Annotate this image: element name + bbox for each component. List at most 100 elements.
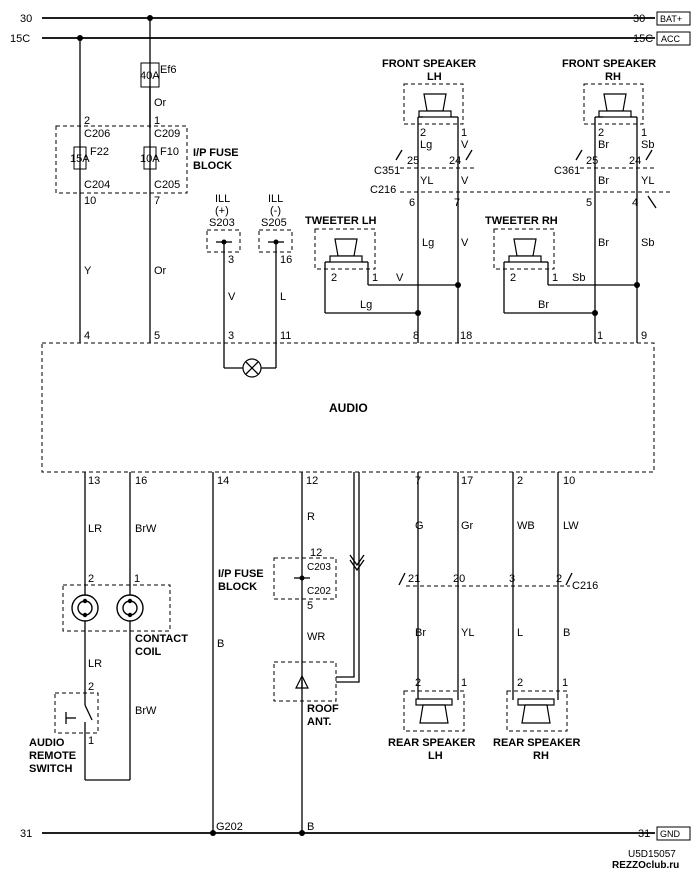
ill-plus-pin: 3 xyxy=(228,254,234,266)
rail-acc-left-label: 15C xyxy=(10,33,30,45)
c216-low-w-yl: YL xyxy=(461,627,474,639)
c216-low-w-l: L xyxy=(517,627,523,639)
rail-acc-tag: ACC xyxy=(661,34,681,44)
front-rh-p4: 4 xyxy=(632,197,638,209)
front-lh-w25: YL xyxy=(420,175,433,187)
rail-gnd-tag: GND xyxy=(660,829,681,839)
rail-bat-left-label: 30 xyxy=(20,13,32,25)
f10-conn-out: C205 xyxy=(154,179,180,191)
c216-low-p21: 21 xyxy=(408,573,420,585)
front-rh-audio-a: 1 xyxy=(597,330,603,342)
wire-lw-label: LW xyxy=(563,520,579,532)
c216-low-w-b: B xyxy=(563,627,570,639)
tweeter-rh-pin2: 2 xyxy=(510,272,516,284)
bottom-pin-17: 17 xyxy=(461,475,473,487)
low-fuse-c203: C203 xyxy=(307,562,331,573)
tweeter-rh-w2: Br xyxy=(538,299,549,311)
speaker-icon xyxy=(517,698,555,724)
f22-conn-out: C204 xyxy=(84,179,110,191)
ill-minus-conn: S205 xyxy=(261,217,287,229)
rail-31-gnd: 31 31 GND xyxy=(20,826,691,841)
front-lh-c216: C216 xyxy=(370,184,396,196)
c216-low-conn: C216 xyxy=(572,580,598,592)
coil-wire-brw: BrW xyxy=(135,705,157,717)
antenna-icon xyxy=(295,674,309,689)
roof-ant-title-1: ROOF xyxy=(307,703,339,715)
front-lh-p7: 7 xyxy=(454,197,460,209)
rail-bat-right-label: 30 xyxy=(633,13,645,25)
ill-minus-l1: ILL xyxy=(268,193,283,205)
audio-pin-5: 5 xyxy=(154,330,160,342)
front-speaker-rh: FRONT SPEAKER RH 2 1 Br Sb C361 25 24 Br… xyxy=(554,58,656,343)
f22-name: F22 xyxy=(90,146,109,158)
diagram-code: U5D15057 xyxy=(628,849,676,860)
front-rh-w4: Sb xyxy=(641,237,654,249)
front-rh-w25: Br xyxy=(598,175,609,187)
f22-pin-in: 2 xyxy=(84,115,90,127)
remote-switch-title-3: SWITCH xyxy=(29,763,72,775)
f10-conn-in: C209 xyxy=(154,128,180,140)
front-lh-title-2: LH xyxy=(427,71,442,83)
rail-30-bat: 30 30 BAT+ xyxy=(20,11,691,26)
site-watermark: REZZOclub.ru xyxy=(612,860,679,871)
front-lh-p6: 6 xyxy=(409,197,415,209)
ill-minus-l2: (-) xyxy=(270,205,281,217)
front-lh-w7: V xyxy=(461,237,469,249)
front-lh-w6: Lg xyxy=(422,237,434,249)
tweeter-lh-pin2: 2 xyxy=(331,272,337,284)
f10-name: F10 xyxy=(160,146,179,158)
contact-coil-pin2: 2 xyxy=(88,573,94,585)
bottom-pin-2: 2 xyxy=(517,475,523,487)
front-rh-title-1: FRONT SPEAKER xyxy=(562,58,656,70)
rear-lh-title-1: REAR SPEAKER xyxy=(388,737,475,749)
low-fuse-title-1: I/P FUSE xyxy=(218,568,264,580)
coil-wire-lr: LR xyxy=(88,658,102,670)
f10-pin-out: 7 xyxy=(154,195,160,207)
front-lh-w2: Lg xyxy=(420,139,432,151)
connector-c216-top xyxy=(395,149,670,209)
c216-low-p3: 3 xyxy=(509,573,515,585)
rear-rh-pin1: 1 xyxy=(562,677,568,689)
connector-c216-low: 21 20 3 2 C216 Br YL L B xyxy=(398,472,598,700)
ill-plus-wire: V xyxy=(228,291,236,303)
low-fuse-pin-5: 5 xyxy=(307,600,313,612)
ill-minus-s205: ILL (-) S205 16 L 11 xyxy=(258,193,293,343)
front-lh-p24: 24 xyxy=(449,155,461,167)
front-rh-title-2: RH xyxy=(605,71,621,83)
wire-g-label: G xyxy=(415,520,424,532)
front-rh-audio-b: 9 xyxy=(641,330,647,342)
tweeter-lh-pin1: 1 xyxy=(372,272,378,284)
coil-ring-icon xyxy=(71,594,99,622)
front-rh-p24: 24 xyxy=(629,155,641,167)
speaker-icon xyxy=(508,238,542,263)
roof-ant-title-2: ANT. xyxy=(307,716,331,728)
fuse-ef6-wire: Or xyxy=(154,97,167,109)
low-fuse-title-2: BLOCK xyxy=(218,581,257,593)
c216-low-p20: 20 xyxy=(453,573,465,585)
low-fuse-pin-12: 12 xyxy=(310,547,322,559)
wire-r-label: R xyxy=(307,511,315,523)
bottom-pin-14: 14 xyxy=(217,475,229,487)
f22-rating: 15A xyxy=(70,153,90,165)
f22-conn-in: C206 xyxy=(84,128,110,140)
f10-pin-in: 1 xyxy=(154,115,160,127)
front-rh-w5: Br xyxy=(598,237,609,249)
c216-low-w-br: Br xyxy=(415,627,426,639)
remote-switch-pin1: 1 xyxy=(88,735,94,747)
front-lh-c351: C351 xyxy=(374,165,400,177)
front-rh-pin2: 2 xyxy=(598,127,604,139)
fuse-ef6: Ef6 40A Or xyxy=(140,15,177,128)
c216-low-p2: 2 xyxy=(556,573,562,585)
ill-plus-l2: (+) xyxy=(215,205,229,217)
remote-switch-title-2: REMOTE xyxy=(29,750,76,762)
front-lh-pin2: 2 xyxy=(420,127,426,139)
rail-bat-tag: BAT+ xyxy=(660,14,682,24)
ill-minus-pin: 16 xyxy=(280,254,292,266)
rear-rh-title-2: RH xyxy=(533,750,549,762)
tweeter-lh-w2: Lg xyxy=(360,299,372,311)
audio-bottom-pins: 13 16 14 12 7 17 2 10 LR BrW R G Gr WB L… xyxy=(88,475,579,535)
rear-lh-pin2: 2 xyxy=(415,677,421,689)
front-rh-w2: Br xyxy=(598,139,609,151)
audio-unit: AUDIO xyxy=(41,342,655,473)
contact-coil: 2 1 CONTACT COIL LR BrW xyxy=(62,472,188,780)
